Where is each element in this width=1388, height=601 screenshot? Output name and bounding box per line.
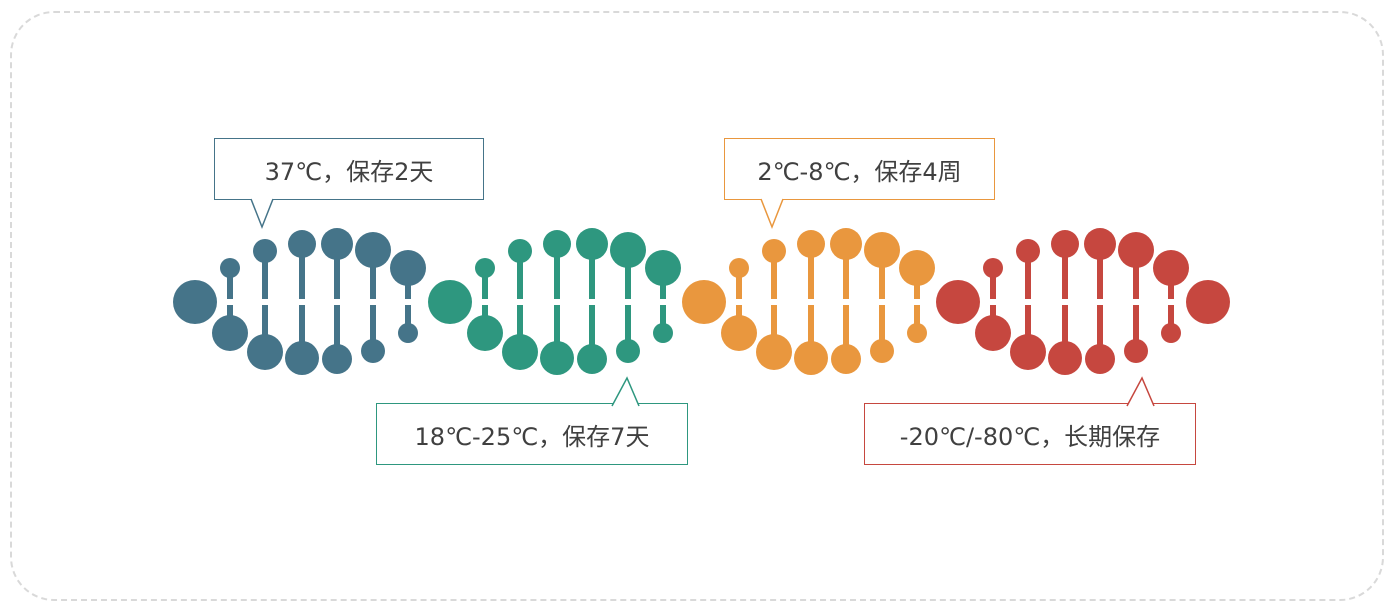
- dna-rung-gap-2-4: [587, 299, 597, 305]
- dna-node-bottom-3-2: [756, 334, 792, 370]
- dna-node-bottom-1-1: [212, 315, 248, 351]
- dna-rung-gap-1-6: [403, 299, 413, 305]
- dna-node-bottom-4-6: [1161, 323, 1181, 343]
- callout-pointer-3: [760, 198, 784, 230]
- dna-rung-gap-1-3: [297, 299, 307, 305]
- dna-rung-gap-1-5: [368, 299, 378, 305]
- dna-node-bottom-1-4: [322, 344, 352, 374]
- callout-text-2: 18℃-25℃，保存7天: [414, 422, 650, 451]
- dna-rung-gap-1-2: [260, 299, 270, 305]
- dna-node-large-1-start: [173, 280, 217, 324]
- dna-rung-gap-3-3: [806, 299, 816, 305]
- dna-rung-gap-2-2: [515, 299, 525, 305]
- dna-node-bottom-3-4: [831, 344, 861, 374]
- dna-node-bottom-4-4: [1085, 344, 1115, 374]
- dna-node-top-4-1: [983, 258, 1003, 278]
- dna-node-top-3-6: [899, 250, 935, 286]
- dna-rung-gap-3-6: [912, 299, 922, 305]
- dna-node-bottom-2-1: [467, 315, 503, 351]
- dna-node-top-2-2: [508, 239, 532, 263]
- dna-node-bottom-2-6: [653, 323, 673, 343]
- dna-node-large-3-start: [682, 280, 726, 324]
- dna-node-top-2-5: [610, 232, 646, 268]
- dna-rung-gap-2-5: [623, 299, 633, 305]
- callout-text-4: -20℃/-80℃，长期保存: [899, 422, 1161, 451]
- callout-text-1: 37℃，保存2天: [264, 157, 434, 186]
- dna-node-top-3-1: [729, 258, 749, 278]
- dna-rung-gap-3-5: [877, 299, 887, 305]
- dna-node-large-4-start: [936, 280, 980, 324]
- dna-node-top-1-2: [253, 239, 277, 263]
- dna-rung-gap-2-6: [658, 299, 668, 305]
- dna-rung-gap-1-1: [225, 299, 235, 305]
- dna-rung-gap-1-4: [332, 299, 342, 305]
- dna-node-large-2-start: [428, 280, 472, 324]
- dna-rung-gap-3-4: [841, 299, 851, 305]
- dna-node-top-3-2: [762, 239, 786, 263]
- dna-node-top-1-6: [390, 250, 426, 286]
- dna-node-bottom-4-2: [1010, 334, 1046, 370]
- dna-node-bottom-2-2: [502, 334, 538, 370]
- callout-segment-2: 18℃-25℃，保存7天: [376, 376, 688, 465]
- callout-pointer-1: [250, 198, 274, 230]
- dna-node-bottom-1-2: [247, 334, 283, 370]
- dna-node-bottom-4-3: [1048, 341, 1082, 375]
- dna-node-top-2-4: [576, 228, 608, 260]
- dna-node-bottom-3-5: [870, 339, 894, 363]
- dna-node-bottom-1-3: [285, 341, 319, 375]
- dna-node-bottom-2-3: [540, 341, 574, 375]
- callout-segment-1: 37℃，保存2天: [214, 138, 484, 230]
- dna-node-bottom-3-1: [721, 315, 757, 351]
- dna-node-bottom-3-6: [907, 323, 927, 343]
- dna-node-bottom-3-3: [794, 341, 828, 375]
- dna-node-top-4-2: [1016, 239, 1040, 263]
- callout-pointer-2: [611, 376, 640, 407]
- dna-node-top-1-1: [220, 258, 240, 278]
- dna-node-bottom-1-5: [361, 339, 385, 363]
- dna-rung-gap-4-6: [1166, 299, 1176, 305]
- dna-strand-diagram: [173, 228, 1230, 375]
- dna-node-top-4-6: [1153, 250, 1189, 286]
- dna-rung-gap-3-1: [734, 299, 744, 305]
- dna-rung-gap-3-2: [769, 299, 779, 305]
- dna-node-top-1-3: [288, 230, 316, 258]
- callout-segment-4: -20℃/-80℃，长期保存: [864, 376, 1196, 465]
- dna-node-top-2-3: [543, 230, 571, 258]
- dna-node-top-3-4: [830, 228, 862, 260]
- dna-node-top-4-4: [1084, 228, 1116, 260]
- dna-node-top-3-5: [864, 232, 900, 268]
- dna-node-bottom-2-5: [616, 339, 640, 363]
- dna-rung-gap-4-1: [988, 299, 998, 305]
- callout-pointer-4: [1126, 376, 1155, 407]
- dna-rung-gap-4-4: [1095, 299, 1105, 305]
- dna-node-top-1-5: [355, 232, 391, 268]
- dna-node-top-2-6: [645, 250, 681, 286]
- dna-node-top-1-4: [321, 228, 353, 260]
- dna-rung-gap-4-3: [1060, 299, 1070, 305]
- dna-rung-gap-4-2: [1023, 299, 1033, 305]
- dna-node-top-2-1: [475, 258, 495, 278]
- dna-node-bottom-4-1: [975, 315, 1011, 351]
- dna-node-top-4-5: [1118, 232, 1154, 268]
- dna-node-bottom-2-4: [577, 344, 607, 374]
- callout-segment-3: 2℃-8℃，保存4周: [724, 138, 995, 230]
- dna-node-top-3-3: [797, 230, 825, 258]
- dna-node-top-4-3: [1051, 230, 1079, 258]
- dna-node-bottom-4-5: [1124, 339, 1148, 363]
- dna-node-large-4-end: [1186, 280, 1230, 324]
- dna-rung-gap-4-5: [1131, 299, 1141, 305]
- callout-text-3: 2℃-8℃，保存4周: [757, 157, 962, 186]
- dna-node-bottom-1-6: [398, 323, 418, 343]
- dna-rung-gap-2-3: [552, 299, 562, 305]
- dna-rung-gap-2-1: [480, 299, 490, 305]
